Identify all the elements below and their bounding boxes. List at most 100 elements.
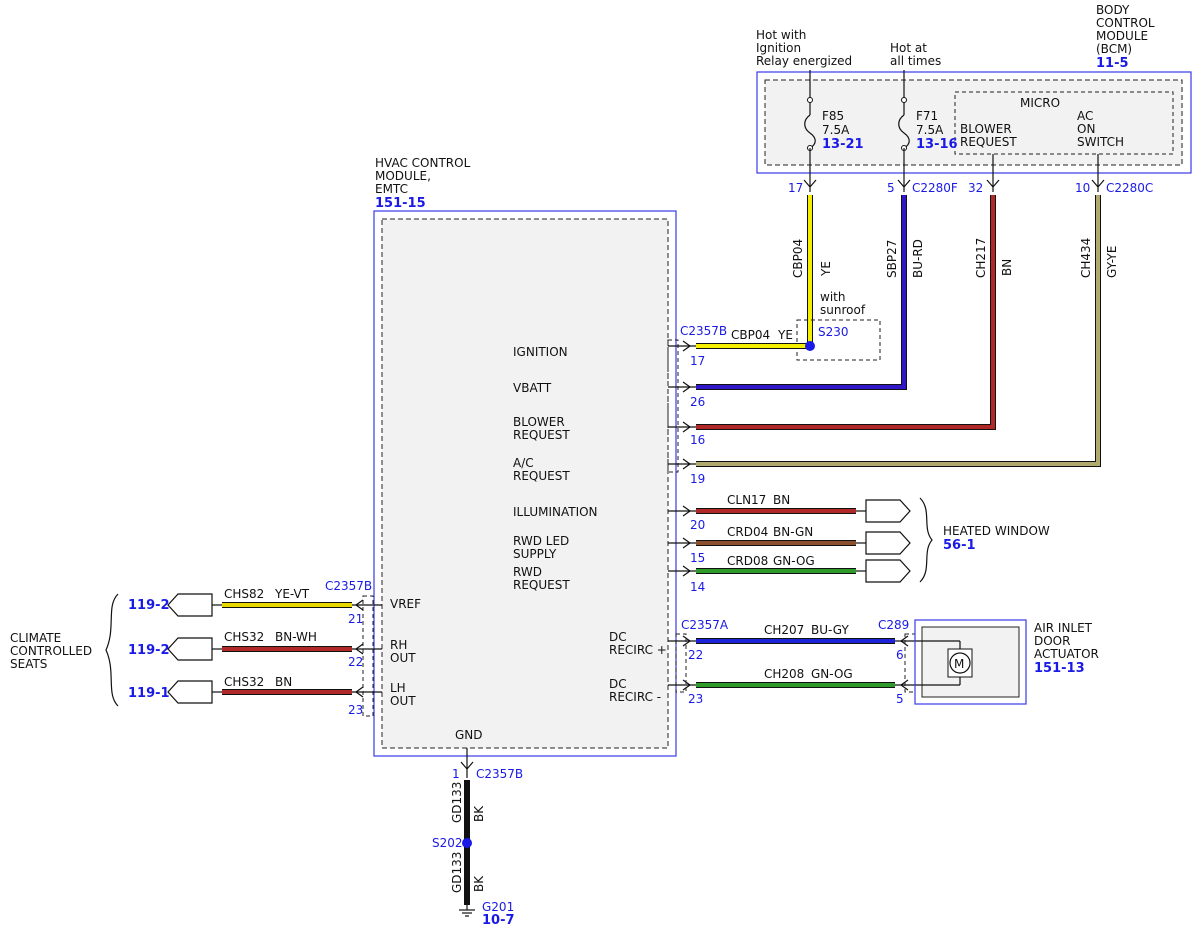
ground-connector: C2357B — [476, 767, 523, 781]
pin-arrow-icon — [1091, 179, 1105, 188]
pin-26: 26 — [690, 395, 705, 409]
label-ch434: CH434 — [1079, 238, 1093, 278]
fuse-f85: Hot with Ignition Relay energized F85 7.… — [756, 28, 864, 192]
pin-arrow-icon — [354, 686, 364, 698]
ch208-circuit: CH208 — [764, 667, 804, 681]
pin-arrow-icon — [682, 565, 692, 577]
s230-color: YE — [777, 328, 793, 342]
sig-rh-2: OUT — [390, 651, 416, 665]
sig-dc-plus-1: DC — [609, 630, 627, 644]
connector-c2280f: C2280F — [912, 181, 958, 195]
sig-gnd: GND — [455, 728, 483, 742]
gd133-label-1: GD133 — [450, 782, 464, 823]
label-ch434-color: GY-YE — [1105, 246, 1119, 278]
pin-arrow-icon — [682, 458, 692, 470]
f71-ref[interactable]: 13-16 — [916, 137, 958, 152]
hvac-module: HVAC CONTROL MODULE, EMTC 151-15 IGNITIO… — [373, 156, 677, 757]
f71-supply-1: Hot at — [890, 41, 927, 55]
c2357b-label-top: C2357B — [680, 324, 727, 338]
seats-title-3: SEATS — [10, 657, 47, 671]
cln17-circuit: CLN17 — [727, 493, 766, 507]
bcm-pin-17: 17 — [788, 181, 803, 195]
pin-arrow-icon — [682, 679, 692, 691]
sig-dc-minus-2: RECIRC - — [609, 690, 661, 704]
air-inlet-actuator: C2357A 22 23 CH207 BU-GY CH208 GN-OG C28… — [668, 618, 1099, 706]
sig-rwd-req-1: RWD — [513, 565, 542, 579]
pin-22-left: 22 — [348, 655, 363, 669]
cln17-color: BN — [773, 493, 790, 507]
connector-c2357a: C2357A — [681, 618, 729, 632]
ground-circuit: 1 C2357B S202 GD133 BK GD133 BK G201 10-… — [432, 748, 523, 927]
pin-arrow-icon — [354, 599, 364, 611]
pin-arrow-icon — [986, 179, 1000, 188]
f85-name: F85 — [822, 109, 844, 123]
actuator-title-2: DOOR — [1034, 634, 1070, 648]
f85-ref[interactable]: 13-21 — [822, 137, 864, 152]
pin-arrow-icon — [682, 381, 692, 393]
fuse-symbol-icon — [804, 114, 816, 149]
heated-window-ref[interactable]: 56-1 — [943, 538, 976, 553]
splice-s202: S202 — [432, 836, 463, 850]
pin-17: 17 — [690, 354, 705, 368]
pin-arrow-icon — [460, 761, 474, 770]
bcm-connector-arrows — [803, 179, 1105, 188]
sig-vbatt: VBATT — [513, 381, 552, 395]
label-cbp04-color: YE — [819, 261, 833, 277]
connector-tag-icon — [865, 499, 911, 523]
motor-icon — [949, 652, 971, 674]
hvac-title-1: HVAC CONTROL — [375, 156, 471, 170]
bcm-pin-5: 5 — [887, 181, 895, 195]
sig-blower-2: REQUEST — [513, 428, 570, 442]
pin-20: 20 — [690, 518, 705, 532]
hvac-inner — [381, 218, 669, 749]
pin-arrow-icon — [682, 635, 692, 647]
chs82-color: YE-VT — [274, 587, 310, 601]
ac-on-switch-2: ON — [1077, 122, 1095, 136]
bk-label-1: BK — [472, 805, 486, 822]
f85-supply-2: Ignition — [756, 41, 801, 55]
blower-request-2: REQUEST — [960, 135, 1017, 149]
hvac-title-3: EMTC — [375, 182, 408, 196]
connector-tag-icon — [167, 637, 213, 661]
chs32-rh-circuit: CHS32 — [224, 630, 264, 644]
f85-supply-3: Relay energized — [756, 54, 852, 68]
s230-circuit: CBP04 — [731, 328, 770, 342]
ch208-color: GN-OG — [811, 667, 853, 681]
seat-ref-3[interactable]: 119-1 — [128, 686, 170, 701]
heated-window-group: CLN17 BN CRD04 BN-GN CRD08 GN-OG HEATED … — [696, 493, 1050, 583]
seat-ref-2[interactable]: 119-2 — [128, 643, 170, 658]
crd04-circuit: CRD04 — [727, 525, 768, 539]
sunroof-option-box — [796, 319, 881, 361]
ground-ref[interactable]: 10-7 — [482, 913, 515, 927]
pin-21: 21 — [348, 612, 363, 626]
sig-ac-2: REQUEST — [513, 469, 570, 483]
chs82-circuit: CHS82 — [224, 587, 264, 601]
sig-rwd-led-2: SUPPLY — [513, 547, 557, 561]
sig-vref: VREF — [390, 597, 421, 611]
sig-rwd-req-2: REQUEST — [513, 578, 570, 592]
blower-request-1: BLOWER — [960, 122, 1012, 136]
chs32-lh-circuit: CHS32 — [224, 675, 264, 689]
micro-label: MICRO — [1020, 96, 1060, 110]
bcm-title-2: CONTROL — [1096, 16, 1155, 30]
actuator-ref[interactable]: 151-13 — [1034, 661, 1085, 676]
climate-seats: CLIMATE CONTROLLED SEATS 119-2 119-2 119… — [10, 579, 382, 717]
sig-rwd-led-1: RWD LED — [513, 534, 569, 548]
chs32-rh-color: BN-WH — [275, 630, 317, 644]
sig-blower-1: BLOWER — [513, 415, 565, 429]
fuse-f71: Hot at all times F71 7.5A 13-16 — [890, 41, 958, 192]
chs32-lh-color: BN — [275, 675, 292, 689]
actuator-title-1: AIR INLET — [1034, 621, 1093, 635]
crd04-color: BN-GN — [773, 525, 813, 539]
seat-ref-1[interactable]: 119-2 — [128, 598, 170, 613]
label-sbp27-color: BU-RD — [911, 239, 925, 278]
ch207-color: BU-GY — [811, 623, 849, 637]
bcm-inner — [764, 79, 1183, 166]
bcm-ref[interactable]: 11-5 — [1096, 56, 1129, 71]
sig-ignition: IGNITION — [513, 345, 568, 359]
bcm-outline — [756, 71, 1192, 174]
pin-arrow-icon — [682, 537, 692, 549]
hvac-ref[interactable]: 151-15 — [375, 196, 426, 211]
seats-title-1: CLIMATE — [10, 631, 61, 645]
